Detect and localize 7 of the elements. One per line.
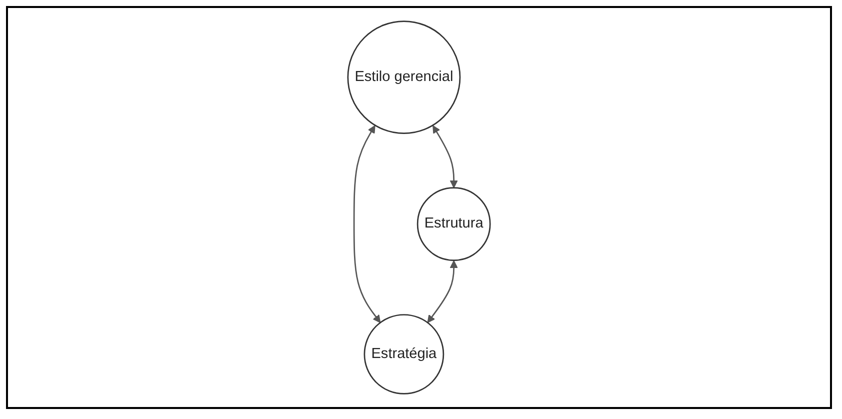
node-circle [364,314,444,394]
node-circle [416,187,491,261]
arrow [432,125,458,188]
arrow [427,260,458,323]
frame-border: Estilo gerencial Estrutura Estratégia [6,6,832,409]
node-circle [347,20,461,134]
arrow [353,125,381,323]
